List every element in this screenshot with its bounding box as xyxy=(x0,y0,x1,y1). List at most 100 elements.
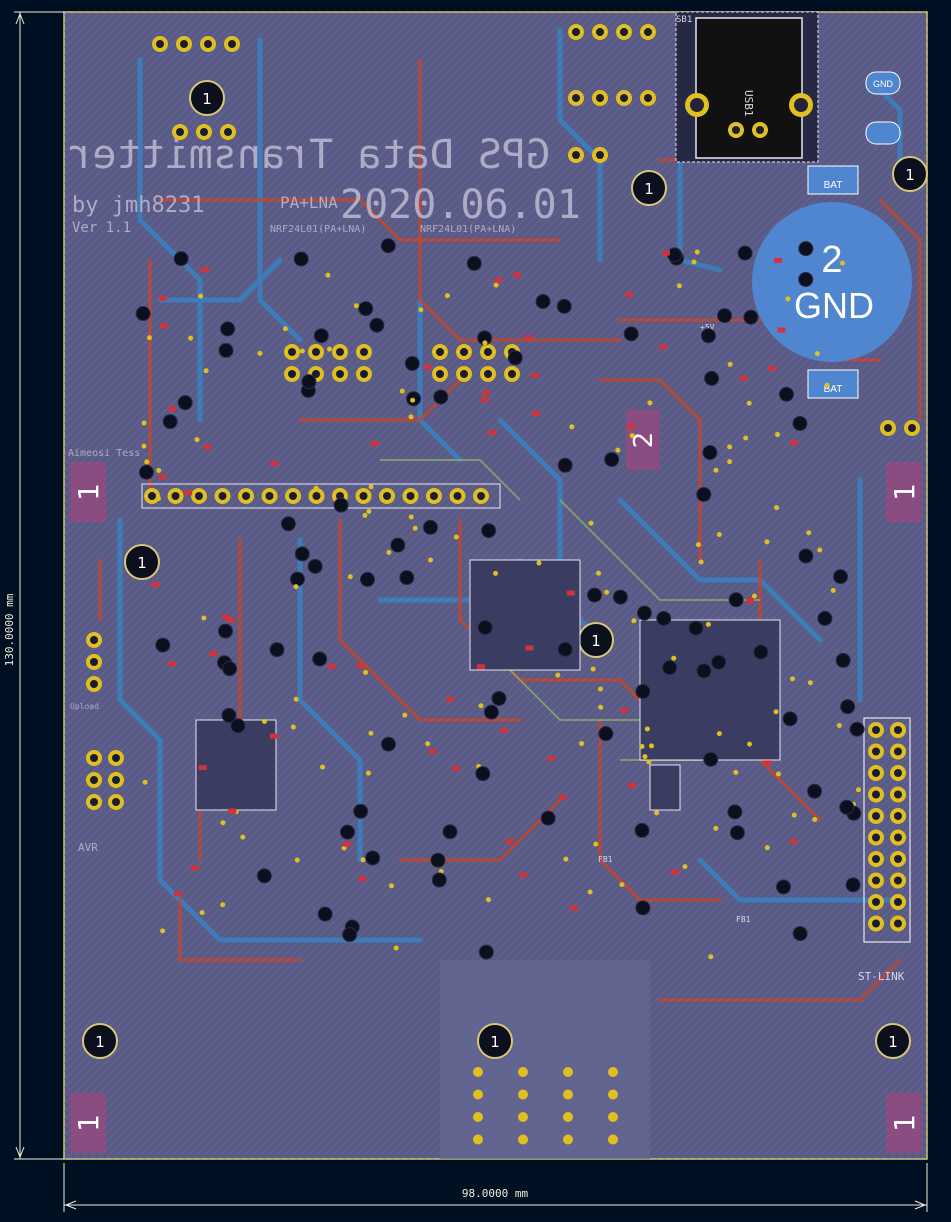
via xyxy=(540,810,556,826)
via xyxy=(791,812,797,818)
stlink-header[interactable] xyxy=(863,717,911,943)
gnd-connector-top[interactable] xyxy=(865,71,901,95)
via xyxy=(491,690,507,706)
header-row-main[interactable] xyxy=(141,483,501,509)
corner-pad-markers: 1 1 1 1 2 xyxy=(70,410,922,1153)
svg-text:1: 1 xyxy=(72,483,105,501)
connector-pin-hole xyxy=(484,370,492,378)
smd-pad xyxy=(342,841,351,847)
via xyxy=(431,872,447,888)
via xyxy=(612,589,628,605)
mounting-hole[interactable]: 1 xyxy=(892,156,928,192)
battery-gnd-pad[interactable] xyxy=(752,202,912,362)
via xyxy=(144,459,150,465)
via xyxy=(353,803,369,819)
via xyxy=(695,542,701,548)
via-grid xyxy=(473,1089,483,1100)
smd-pad xyxy=(158,474,167,480)
connector-pin-hole xyxy=(620,94,628,102)
connector-pin-hole xyxy=(572,94,580,102)
via xyxy=(218,342,234,358)
via xyxy=(779,386,795,402)
svg-text:1: 1 xyxy=(490,1033,500,1051)
via xyxy=(840,699,856,715)
mounting-hole[interactable]: 1 xyxy=(124,544,160,580)
mounting-hole[interactable]: 1 xyxy=(631,170,667,206)
gnd-connector-2[interactable] xyxy=(865,121,901,145)
via xyxy=(785,296,791,302)
via xyxy=(257,350,263,356)
mounting-hole[interactable]: 1 xyxy=(82,1023,118,1059)
via xyxy=(222,661,238,677)
via-grid xyxy=(563,1112,573,1122)
via xyxy=(644,726,650,732)
smd-pad xyxy=(227,617,236,623)
connector-pin-hole xyxy=(312,348,320,356)
via-grid xyxy=(473,1067,483,1077)
svg-text:1: 1 xyxy=(72,1114,105,1132)
usb-shield-pads[interactable] xyxy=(685,93,813,117)
mounting-hole[interactable]: 1 xyxy=(477,1023,513,1059)
via xyxy=(792,926,808,942)
smd-pad xyxy=(358,876,367,882)
via xyxy=(301,374,317,390)
smd-pad xyxy=(505,838,514,844)
smd-pad xyxy=(184,490,193,496)
smd-pad xyxy=(151,581,160,587)
dimension-width-label: 98.0000 mm xyxy=(462,1187,529,1200)
via xyxy=(485,897,491,903)
via xyxy=(807,680,813,686)
via xyxy=(654,810,660,816)
via xyxy=(708,954,714,960)
via xyxy=(773,709,779,715)
via xyxy=(430,852,446,868)
via xyxy=(333,497,349,513)
mounting-hole[interactable]: 1 xyxy=(875,1023,911,1059)
smd-pad xyxy=(659,344,668,350)
via xyxy=(141,443,147,449)
smd-pad xyxy=(327,663,336,669)
connector-pin-hole xyxy=(336,370,344,378)
smd-pad xyxy=(746,598,755,604)
stlink-pin-hole xyxy=(894,726,902,734)
via xyxy=(280,516,296,532)
via xyxy=(493,282,499,288)
bat-pad-top[interactable] xyxy=(807,165,859,195)
via xyxy=(774,505,780,511)
via xyxy=(201,615,207,621)
via xyxy=(368,730,374,736)
via xyxy=(798,271,814,287)
via-grid xyxy=(608,1067,618,1077)
via xyxy=(836,723,842,729)
connector-pin-hole xyxy=(908,424,916,432)
stlink-pin-hole xyxy=(872,790,880,799)
via xyxy=(569,424,575,430)
via xyxy=(587,587,603,603)
svg-text:2: 2 xyxy=(629,432,659,449)
back-copper-traces xyxy=(117,27,903,943)
via xyxy=(293,696,299,702)
connector-pin-hole xyxy=(460,370,468,378)
header-pin-hole xyxy=(359,492,368,500)
bat-pad-bottom[interactable] xyxy=(807,369,859,399)
smd-pad xyxy=(446,696,455,702)
via-grid xyxy=(563,1067,573,1077)
bat-top-label: BAT xyxy=(824,180,843,191)
via xyxy=(676,283,682,289)
via xyxy=(596,570,602,576)
stlink-pin-hole xyxy=(894,876,902,885)
via xyxy=(535,294,551,310)
via xyxy=(433,389,449,405)
via xyxy=(635,900,651,916)
via xyxy=(410,397,416,403)
smd-pad xyxy=(482,389,491,395)
connector-pin-hole xyxy=(732,126,740,134)
smd-pad xyxy=(763,760,772,766)
via xyxy=(746,400,752,406)
mounting-hole[interactable]: 1 xyxy=(578,622,614,658)
via xyxy=(557,457,573,473)
usb-connector-body xyxy=(695,17,803,159)
connector-pin-hole xyxy=(360,348,368,356)
mounting-hole[interactable]: 1 xyxy=(189,80,225,116)
